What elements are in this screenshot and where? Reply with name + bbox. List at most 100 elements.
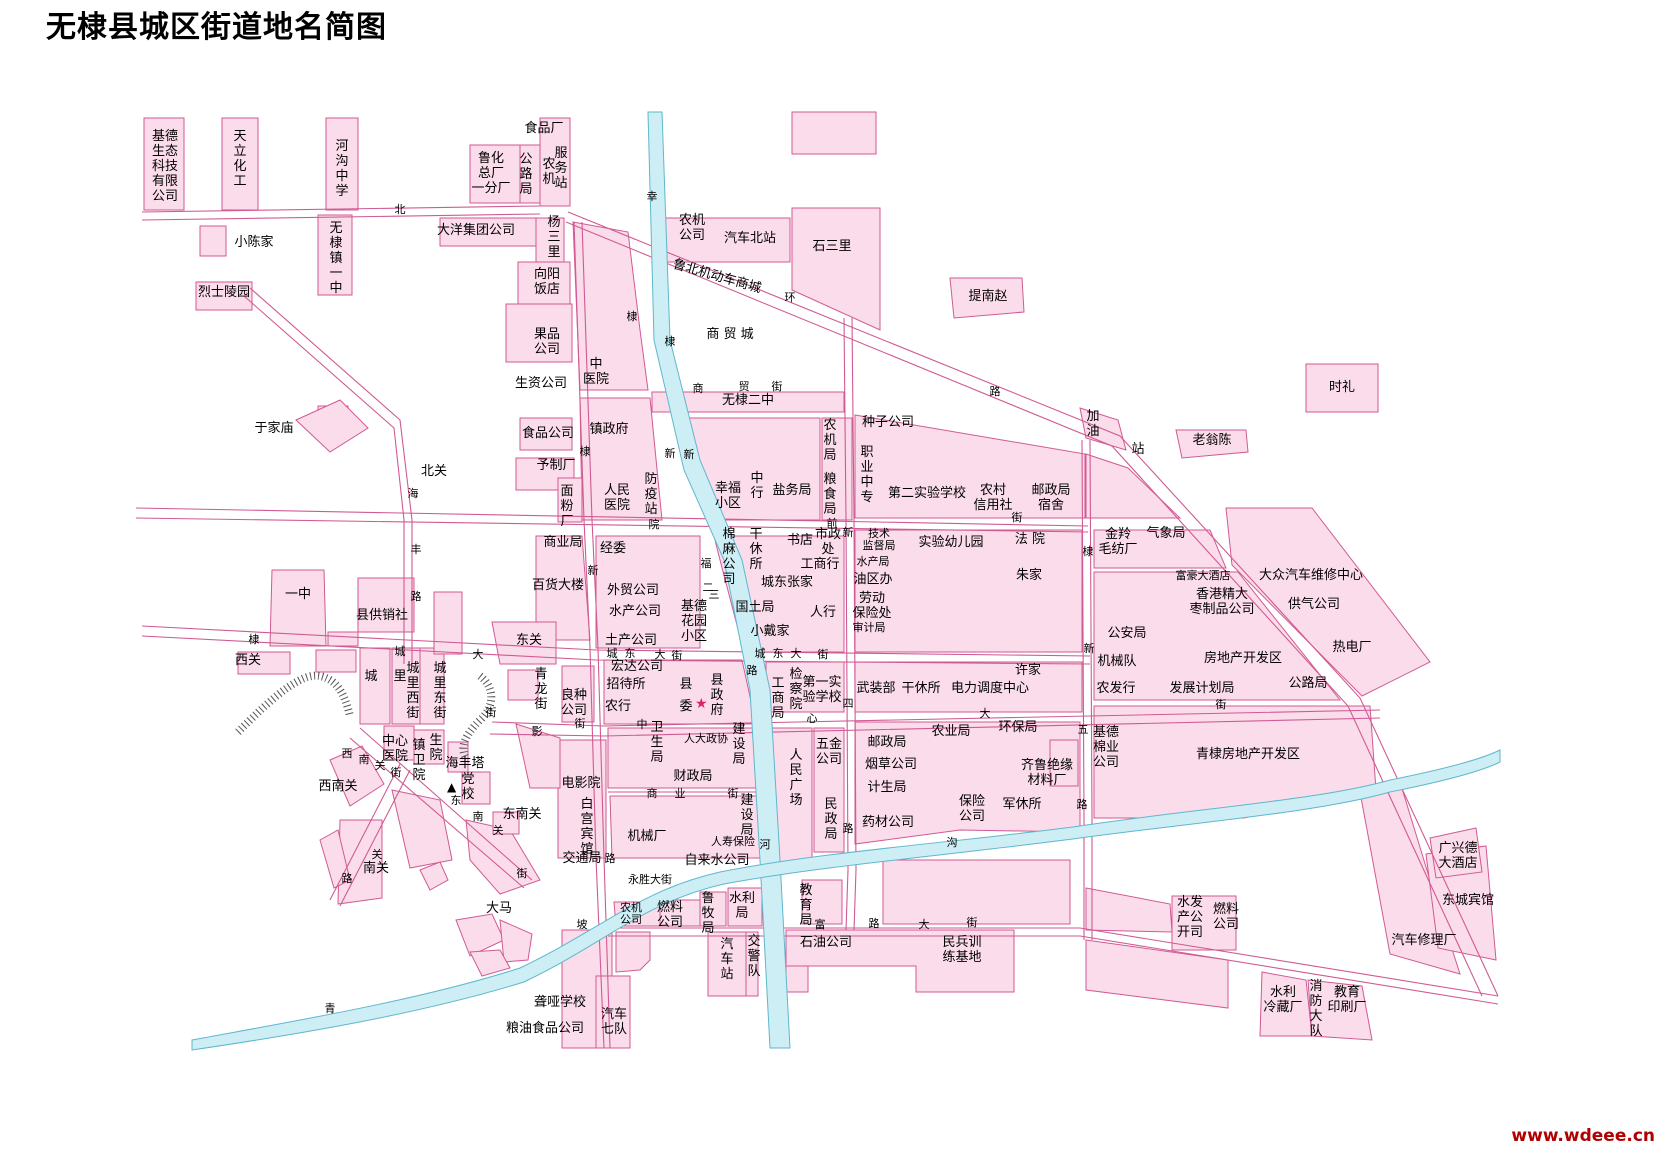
road-name-char: 街 bbox=[517, 866, 528, 880]
place-label: 鲁牧局 bbox=[701, 891, 714, 936]
place-label: 环保局 bbox=[998, 720, 1037, 735]
place-label: 城东张家 bbox=[761, 574, 813, 590]
road-name-char: 富 bbox=[815, 917, 826, 931]
place-label: 汽车七队 bbox=[601, 1006, 627, 1037]
place-label: 东关 bbox=[516, 633, 542, 648]
road-name-char: 西 bbox=[342, 747, 353, 760]
place-label: 药材公司 bbox=[862, 815, 914, 830]
place-label: 农机公司 bbox=[620, 900, 642, 926]
road-name-char: 街 bbox=[672, 648, 683, 662]
road-name-labels: 北幸环棣棣路商贸街新新棣海丰路院前街福二三新新棣新城大棣城东大街城东大街路四大街… bbox=[249, 190, 1227, 1015]
place-label: 房地产开发区 bbox=[1204, 650, 1282, 666]
place-label: 青龙街 bbox=[534, 667, 547, 712]
place-label: 大马 bbox=[486, 901, 512, 916]
place-label: 教育印刷厂 bbox=[1327, 984, 1366, 1015]
road-name-char: 新 bbox=[684, 447, 695, 461]
place-label: 东城宾馆 bbox=[1442, 892, 1494, 908]
place-label: 聋哑学校 bbox=[534, 994, 586, 1010]
place-label: 实验幼儿园 bbox=[918, 534, 983, 550]
place-label: 广兴德大酒店 bbox=[1438, 841, 1477, 871]
place-label: 水利局 bbox=[729, 891, 755, 921]
place-label: 人民医院 bbox=[604, 483, 630, 513]
road-name-char: 环 bbox=[785, 291, 796, 304]
place-label: 经委 bbox=[600, 541, 626, 556]
place-label: 生资公司 bbox=[515, 376, 567, 391]
place-label: 卫生局 bbox=[650, 720, 663, 765]
place-label: 商 贸 城 bbox=[706, 327, 753, 342]
place-label: 烟草公司 bbox=[865, 757, 917, 772]
place-label: 杨三里 bbox=[547, 215, 560, 260]
place-label: 于家庙 bbox=[254, 420, 293, 436]
road-name-char: 路 bbox=[869, 917, 880, 930]
place-label: 种子公司 bbox=[862, 415, 914, 430]
place-label: 海丰塔 bbox=[445, 756, 484, 771]
road-name-char: 影 bbox=[532, 725, 543, 738]
road-name-char: 新 bbox=[843, 525, 854, 539]
place-label: 第一实验学校 bbox=[802, 675, 841, 705]
road-name-char: 青 bbox=[325, 1002, 336, 1015]
place-label: 基德棉业公司 bbox=[1093, 725, 1119, 770]
site-watermark: www.wdeee.cn bbox=[1511, 1126, 1655, 1146]
place-label: 烈士陵园 bbox=[198, 285, 250, 300]
road-name-char: 心 bbox=[807, 712, 818, 725]
road-name-char: 路 bbox=[605, 852, 616, 865]
place-label: 河沟中学 bbox=[335, 139, 348, 199]
place-label: 民政局 bbox=[824, 797, 837, 842]
place-label: 一中 bbox=[285, 587, 311, 602]
place-label: 中医院 bbox=[583, 357, 609, 387]
road-name-char: 新 bbox=[588, 563, 599, 577]
place-label: 教育局 bbox=[799, 882, 812, 928]
road-name-char: 大 bbox=[791, 646, 802, 660]
place-label: 建设局 bbox=[732, 722, 745, 767]
place-label: 县政府 bbox=[710, 673, 723, 718]
place-label: 公路局 bbox=[1288, 675, 1327, 691]
road-name-char: 贸 bbox=[739, 380, 750, 393]
place-label: 供气公司 bbox=[1288, 596, 1340, 612]
place-label: 农村信用社 bbox=[973, 483, 1012, 513]
place-label: 大洋集团公司 bbox=[437, 222, 515, 238]
road-name-char: 二 bbox=[703, 581, 714, 594]
place-label: 石三里 bbox=[812, 239, 851, 254]
place-label: 发展计划局 bbox=[1169, 680, 1234, 696]
road-name-char: 坡 bbox=[577, 918, 588, 931]
river bbox=[191, 111, 1501, 1051]
place-label: 建设局 bbox=[740, 793, 753, 838]
pagoda-icon: ▲ bbox=[447, 780, 457, 794]
place-label: 生院 bbox=[429, 733, 442, 763]
place-label: 城 bbox=[364, 669, 377, 684]
road-name-char: 五 bbox=[1078, 723, 1089, 736]
moat-east bbox=[459, 672, 496, 761]
map-title: 无棣县城区街道地名简图 bbox=[46, 10, 387, 45]
road-name-char: 街 bbox=[772, 379, 783, 393]
road-name-char: 街 bbox=[391, 765, 402, 779]
place-label: 计生局 bbox=[867, 780, 906, 795]
place-label: 食品公司 bbox=[522, 425, 574, 441]
place-label: 五金公司 bbox=[816, 736, 842, 767]
place-label: 汽车站 bbox=[720, 937, 733, 982]
road-name-char: 丰 bbox=[411, 543, 422, 556]
place-label: 人行 bbox=[810, 605, 836, 620]
road-name-char: 南 bbox=[473, 810, 484, 823]
place-label: 予制厂 bbox=[536, 458, 575, 473]
place-label: 干休所 bbox=[749, 527, 762, 572]
place-label: 邮政局宿舍 bbox=[1031, 483, 1070, 513]
place-label: 汽车修理厂 bbox=[1391, 932, 1456, 948]
place-label: 朱家 bbox=[1016, 567, 1042, 583]
place-label: 粮食局 bbox=[823, 472, 836, 517]
road-name-char: 路 bbox=[1077, 798, 1088, 811]
place-label: 农发行 bbox=[1096, 680, 1135, 696]
place-label: 油区办 bbox=[853, 572, 892, 587]
road-name-char: 东 bbox=[773, 647, 784, 660]
place-label: 水发产公开司 bbox=[1177, 894, 1203, 940]
place-label: 提南赵 bbox=[968, 288, 1007, 304]
road-name-char: 前 bbox=[827, 516, 838, 530]
place-label: 镇卫院 bbox=[412, 738, 425, 783]
road-name-char: 街 bbox=[967, 915, 978, 929]
road-name-char: 新 bbox=[1084, 641, 1095, 655]
road-name-char: 商 bbox=[647, 786, 658, 800]
road-name-char: 棣 bbox=[627, 310, 638, 323]
place-label: 天立化工 bbox=[233, 129, 246, 189]
place-label: 鲁化总厂一分厂 bbox=[471, 151, 510, 196]
place-label: 水利冷藏厂 bbox=[1263, 985, 1302, 1015]
